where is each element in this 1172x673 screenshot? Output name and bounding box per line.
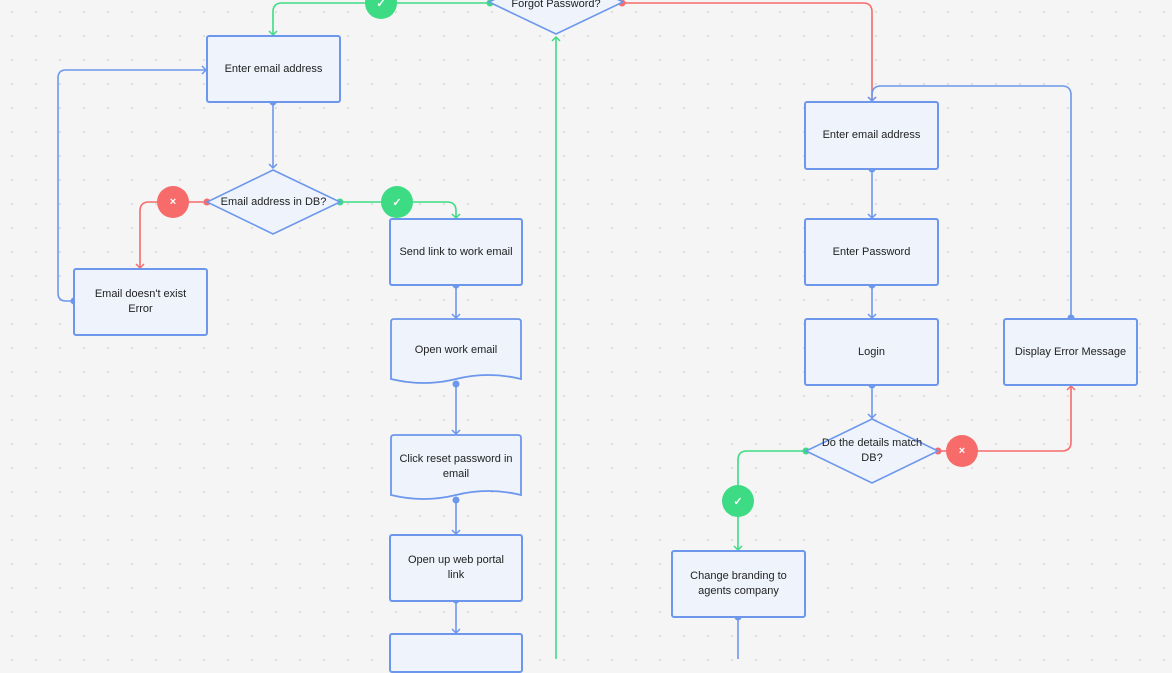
- node-label: Click reset password in email: [399, 452, 513, 480]
- check-icon: ✓: [365, 0, 397, 19]
- node-label: Enter email address: [822, 129, 921, 141]
- connector-email-in-db-yes: [340, 201, 461, 220]
- connector-forgot-no: [622, 2, 877, 103]
- node-send-link[interactable]: Send link to work email: [389, 218, 523, 286]
- node-open-portal[interactable]: Open up web portal link: [389, 534, 523, 602]
- node-label: Enter email address: [224, 62, 323, 75]
- node-enter-password[interactable]: Enter Password: [804, 218, 939, 286]
- decision-forgot-password[interactable]: Forgot Password?: [488, 0, 624, 35]
- node-next-step-partial[interactable]: [389, 633, 523, 673]
- decision-forgot-password-label: Forgot Password?: [511, 0, 601, 10]
- node-change-branding[interactable]: Change branding to agents company: [671, 550, 806, 618]
- node-click-reset[interactable]: Click reset password in email: [389, 434, 523, 502]
- node-label: Open up web portal link: [407, 554, 504, 581]
- node-label: Email doesn't exist Error: [94, 288, 187, 315]
- check-icon: ✓: [381, 186, 413, 218]
- port-dot: [452, 380, 460, 388]
- node-enter-email-right[interactable]: Enter email address: [804, 101, 939, 170]
- connector-details-no: [938, 384, 1076, 452]
- decision-label: Do the details match DB?: [821, 437, 923, 464]
- node-label: Enter Password: [832, 245, 911, 258]
- node-email-error[interactable]: Email doesn't exist Error: [73, 268, 208, 336]
- node-display-error[interactable]: Display Error Message: [1003, 318, 1138, 386]
- connector-email-in-db-no: [135, 201, 207, 270]
- node-enter-email-left[interactable]: Enter email address: [206, 35, 341, 103]
- flowchart-canvas: Forgot Password? ✓ Enter email address E…: [57, 0, 1138, 673]
- port-dot: [452, 496, 460, 504]
- connector-details-yes: [733, 450, 806, 552]
- decision-details-match[interactable]: Do the details match DB?: [805, 418, 939, 484]
- node-label: Login: [858, 345, 885, 358]
- node-label: Display Error Message: [1014, 345, 1127, 358]
- node-label: Send link to work email: [399, 245, 513, 258]
- close-icon: ×: [157, 186, 189, 218]
- connector-error-loop-back-right: [867, 85, 1072, 318]
- check-icon: ✓: [722, 485, 754, 517]
- connector-error-loop-back: [57, 65, 208, 302]
- node-label: Open work email: [414, 344, 498, 356]
- node-login[interactable]: Login: [804, 318, 939, 386]
- decision-label: Email address in DB?: [220, 195, 327, 208]
- node-open-work-email[interactable]: Open work email: [389, 318, 523, 386]
- connector-forgot-yes: [268, 2, 490, 37]
- node-label: Change branding to agents company: [690, 570, 787, 597]
- close-icon: ×: [946, 435, 978, 467]
- decision-email-in-db[interactable]: Email address in DB?: [206, 169, 341, 235]
